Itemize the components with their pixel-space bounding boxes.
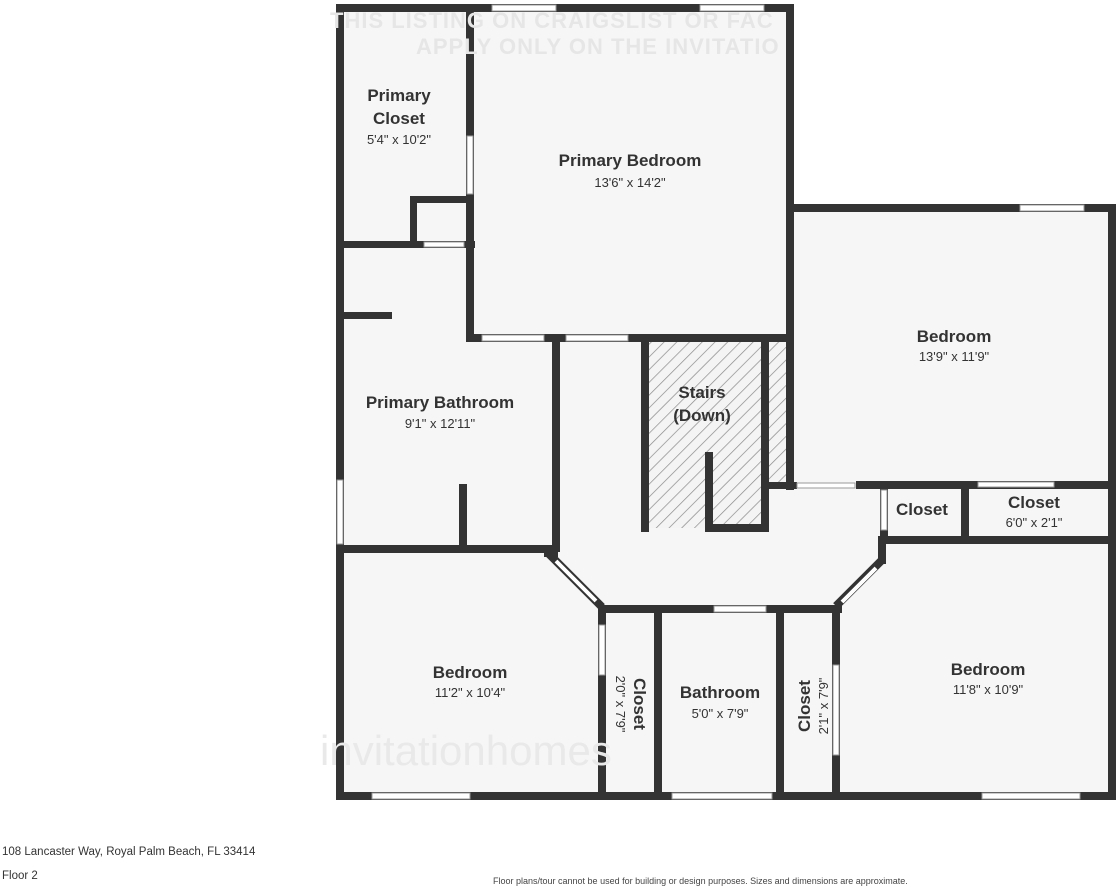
- watermark-line1: THIS LISTING ON CRAIGSLIST OR FAC: [330, 8, 774, 33]
- room-stairs: Stairs (Down): [673, 383, 731, 425]
- room-primary-bathroom: Primary Bathroom 9'1" x 12'11": [366, 393, 514, 431]
- room-bedroom-ne: Bedroom 13'9" x 11'9": [917, 327, 992, 364]
- room-name: Closet: [1008, 493, 1060, 512]
- watermark-brand: invitationhomes: [320, 727, 612, 774]
- room-name: Bedroom: [917, 327, 992, 346]
- room-dimensions: 5'4" x 10'2": [367, 132, 431, 147]
- room-dimensions: 6'0" x 2'1": [1006, 515, 1063, 530]
- room-name: Bathroom: [680, 683, 760, 702]
- room-name: Primary Bedroom: [559, 151, 702, 170]
- room-dimensions: 11'2" x 10'4": [435, 685, 506, 700]
- room-dimensions: 2'0" x 7'9": [613, 676, 628, 733]
- room-dimensions: 5'0" x 7'9": [692, 706, 749, 721]
- room-bathroom: Bathroom 5'0" x 7'9": [680, 683, 760, 721]
- room-dimensions: 11'8" x 10'9": [953, 682, 1024, 697]
- room-dimensions: 9'1" x 12'11": [405, 416, 476, 431]
- address-label: 108 Lancaster Way, Royal Palm Beach, FL …: [2, 846, 256, 858]
- room-primary-closet: Primary Closet 5'4" x 10'2": [367, 86, 431, 147]
- room-closet-se: Closet 2'1" x 7'9": [795, 677, 831, 734]
- room-closet-small: Closet: [896, 500, 948, 519]
- room-name: Bedroom: [951, 660, 1026, 679]
- angled-openings: [554, 559, 878, 604]
- room-dimensions: 2'1" x 7'9": [816, 677, 831, 734]
- room-name: Primary Bathroom: [366, 393, 514, 412]
- room-dimensions: 13'9" x 11'9": [919, 349, 990, 364]
- room-name: Bedroom: [433, 663, 508, 682]
- room-name: Primary: [367, 86, 431, 105]
- room-name: Closet: [373, 109, 425, 128]
- room-primary-bedroom: Primary Bedroom 13'6" x 14'2": [559, 151, 702, 190]
- room-closet-sw: Closet 2'0" x 7'9": [613, 676, 649, 733]
- watermark-line2: APPLY ONLY ON THE INVITATIO: [416, 34, 780, 59]
- room-bedroom-se: Bedroom 11'8" x 10'9": [951, 660, 1026, 697]
- room-dimensions: 13'6" x 14'2": [594, 175, 666, 190]
- floor-label: Floor 2: [2, 870, 38, 882]
- room-name: Closet: [896, 500, 948, 519]
- room-name: Stairs: [678, 383, 725, 402]
- room-bedroom-sw: Bedroom 11'2" x 10'4": [433, 663, 508, 700]
- room-name: Closet: [630, 678, 649, 730]
- room-name: (Down): [673, 406, 731, 425]
- room-name: Closet: [795, 680, 814, 732]
- disclaimer-text: Floor plans/tour cannot be used for buil…: [493, 876, 908, 886]
- windows: [336, 4, 1085, 800]
- room-closet-east: Closet 6'0" x 2'1": [1006, 493, 1063, 530]
